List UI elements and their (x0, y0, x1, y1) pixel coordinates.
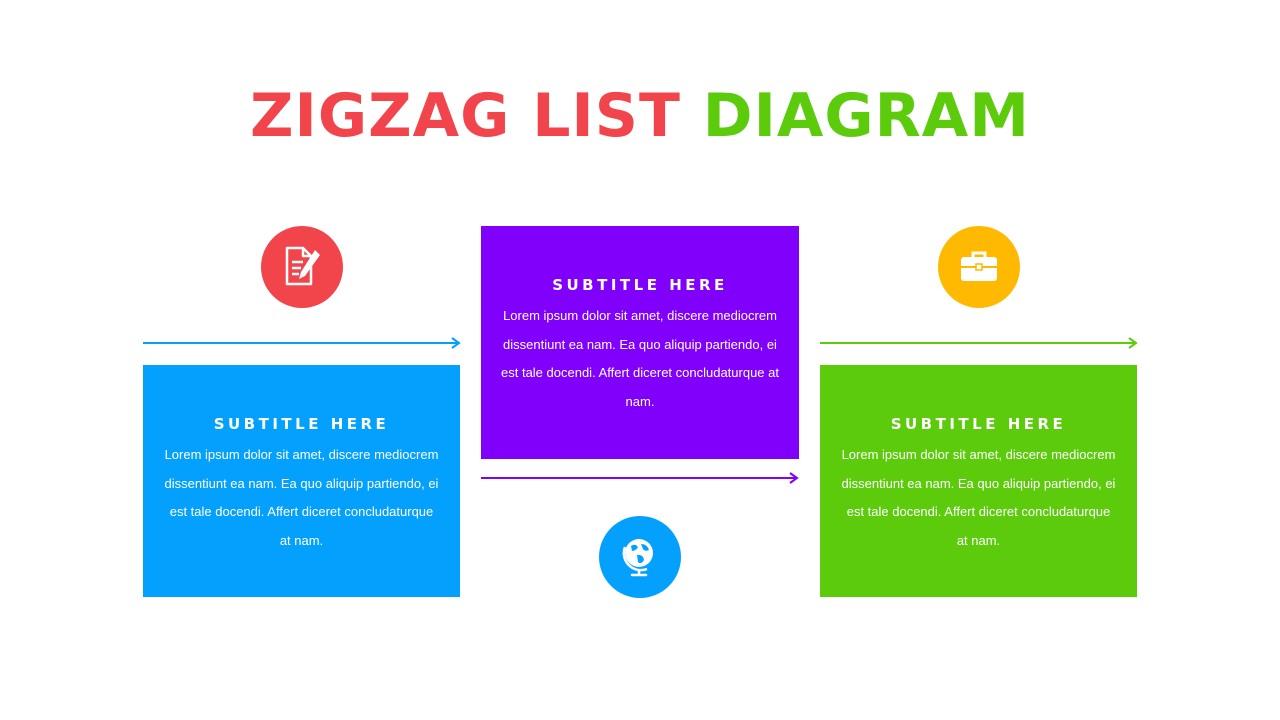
step-1-icon-circle (261, 226, 343, 308)
step-3-arrow (820, 337, 1138, 349)
step-2-card: SUBTITLE HERE Lorem ipsum dolor sit amet… (481, 226, 799, 459)
step-3-card: SUBTITLE HERE Lorem ipsum dolor sit amet… (820, 365, 1137, 597)
briefcase-icon (961, 251, 997, 281)
step-3-body: Lorem ipsum dolor sit amet, discere medi… (841, 447, 1116, 549)
step-3-subtitle: SUBTITLE HERE (890, 415, 1067, 433)
title-part-2: DIAGRAM (702, 81, 1030, 151)
step-2-icon-circle (599, 516, 681, 598)
step-1-subtitle: SUBTITLE HERE (213, 415, 390, 433)
step-2-subtitle: SUBTITLE HERE (552, 276, 728, 294)
step-1-card: SUBTITLE HERE Lorem ipsum dolor sit amet… (143, 365, 460, 597)
step-3-icon-circle (938, 226, 1020, 308)
document-edit-icon (285, 246, 320, 286)
step-1-body: Lorem ipsum dolor sit amet, discere medi… (164, 447, 439, 549)
page-title: ZIGZAG LIST DIAGRAM (0, 78, 1280, 154)
step-1-arrow (143, 337, 461, 349)
title-part-1: ZIGZAG LIST (250, 81, 681, 151)
step-2-arrow (481, 472, 799, 484)
globe-icon (622, 539, 653, 577)
step-2-body: Lorem ipsum dolor sit amet, discere medi… (501, 308, 779, 410)
